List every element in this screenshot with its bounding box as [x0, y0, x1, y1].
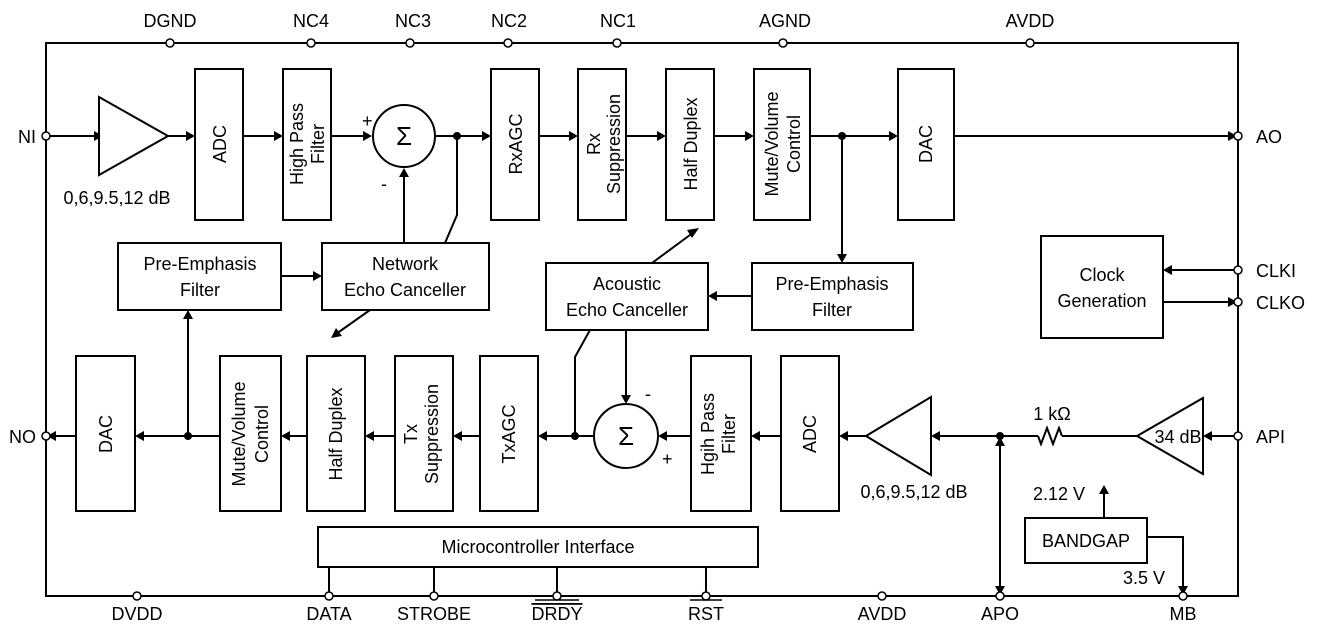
dac-bottom-block: [75, 355, 136, 512]
pin-data: DATA: [306, 604, 351, 624]
pin-nc4: NC4: [293, 11, 329, 31]
rxagc-block: [490, 68, 540, 221]
mute-bottom-label-1: Mute/Volume: [229, 381, 249, 486]
tx-suppression-label-1: Tx: [401, 424, 421, 444]
nec-label-1: Network: [372, 254, 439, 274]
pre-emphasis-left-block: [117, 242, 282, 311]
sum-bottom-plus: +: [662, 449, 673, 469]
rx-suppression-label-1: Rx: [584, 133, 604, 155]
microcontroller-interface-block: [317, 526, 759, 568]
mute-volume-bottom-block: [219, 355, 282, 512]
rxagc-label: RxAGC: [506, 113, 526, 174]
pre-emphasis-right-label-1: Pre-Emphasis: [775, 274, 888, 294]
mic-preamp-triangle: [1134, 396, 1204, 476]
nec-label-2: Echo Canceller: [344, 280, 466, 300]
pin-avdd-top: AVDD: [1006, 11, 1055, 31]
pga-top-triangle: [98, 95, 171, 177]
mute-volume-top-block: [753, 68, 811, 221]
gain-top-label: 0,6,9.5,12 dB: [63, 188, 170, 208]
dac-bottom-label: DAC: [96, 415, 116, 453]
sum-top-minus: -: [381, 174, 387, 194]
gain-bottom-label: 0,6,9.5,12 dB: [860, 482, 967, 502]
pga-bottom-triangle: [864, 395, 932, 477]
bandgap-block: [1024, 517, 1148, 564]
rx-suppression-label-2: Suppression: [604, 94, 624, 194]
half-duplex-bottom-label: Half Duplex: [326, 387, 346, 480]
mic-gain-label: 34 dB: [1154, 427, 1201, 447]
rx-suppression-block: [577, 68, 627, 221]
mute-top-label-2: Control: [784, 115, 804, 173]
pin-strobe: STROBE: [397, 604, 471, 624]
chip-outline: [45, 42, 1239, 597]
pre-emphasis-right-label-2: Filter: [812, 300, 852, 320]
acoustic-echo-canceller-block: [545, 262, 709, 331]
pins: [41, 38, 1243, 601]
hpf-bottom-block: [690, 355, 752, 512]
half-duplex-top-block: [665, 68, 715, 221]
clock-label-2: Generation: [1057, 291, 1146, 311]
pin-clko: CLKO: [1256, 293, 1305, 313]
pin-dvdd: DVDD: [111, 604, 162, 624]
dac-top-block: [897, 68, 955, 221]
pin-avdd-bottom: AVDD: [858, 604, 907, 624]
txagc-block: [479, 355, 539, 512]
pre-emphasis-left-label-2: Filter: [180, 280, 220, 300]
resistor-symbol: [1037, 425, 1063, 447]
half-duplex-top-label: Half Duplex: [681, 97, 701, 190]
network-echo-canceller-block: [321, 242, 490, 311]
hpf-top-label-2: Filter: [308, 124, 328, 164]
pin-api: API: [1256, 427, 1285, 447]
pin-mb: MB: [1170, 604, 1197, 624]
resistor-label: 1 kΩ: [1033, 404, 1070, 424]
pin-nc2: NC2: [491, 11, 527, 31]
mute-top-label-1: Mute/Volume: [762, 91, 782, 196]
adc-top-block: [194, 68, 244, 221]
hpf-bottom-label-1: Hgih Pass: [698, 393, 718, 475]
aec-label-2: Echo Canceller: [566, 300, 688, 320]
sum-top-plus: +: [362, 111, 373, 131]
hpf-bottom-label-2: Filter: [719, 414, 739, 454]
half-duplex-bottom-block: [306, 355, 366, 512]
pin-apo: APO: [981, 604, 1019, 624]
sum-bottom-minus: -: [645, 384, 651, 404]
hpf-top-block: [282, 68, 332, 221]
pin-agnd: AGND: [759, 11, 811, 31]
pin-nc1: NC1: [600, 11, 636, 31]
mcu-label: Microcontroller Interface: [441, 537, 634, 557]
aec-label-1: Acoustic: [593, 274, 661, 294]
tx-suppression-block: [394, 355, 454, 512]
pre-emphasis-left-label-1: Pre-Emphasis: [143, 254, 256, 274]
pin-ni: NI: [18, 127, 36, 147]
mute-bottom-label-2: Control: [252, 405, 272, 463]
txagc-label: TxAGC: [499, 404, 519, 463]
v212-label: 2.12 V: [1033, 484, 1085, 504]
sum-bottom-sigma: Σ: [618, 421, 634, 451]
pin-rst: RST: [688, 604, 724, 624]
adc-bottom-label: ADC: [800, 415, 820, 453]
pin-ao: AO: [1256, 127, 1282, 147]
adc-bottom-block: [780, 355, 840, 512]
pin-no: NO: [9, 427, 36, 447]
pin-clki: CLKI: [1256, 261, 1296, 281]
clock-generation-block: [1040, 235, 1164, 339]
pin-nc3: NC3: [395, 11, 431, 31]
pin-drdy: DRDY: [531, 604, 582, 624]
clock-label-1: Clock: [1079, 265, 1125, 285]
v35-label: 3.5 V: [1123, 568, 1165, 588]
hpf-top-label-1: High Pass: [287, 103, 307, 185]
pin-dgnd: DGND: [144, 11, 197, 31]
dac-top-label: DAC: [916, 125, 936, 163]
bandgap-label: BANDGAP: [1042, 531, 1130, 551]
adc-top-label: ADC: [210, 125, 230, 163]
tx-suppression-label-2: Suppression: [422, 384, 442, 484]
sum-top-sigma: Σ: [396, 121, 412, 151]
